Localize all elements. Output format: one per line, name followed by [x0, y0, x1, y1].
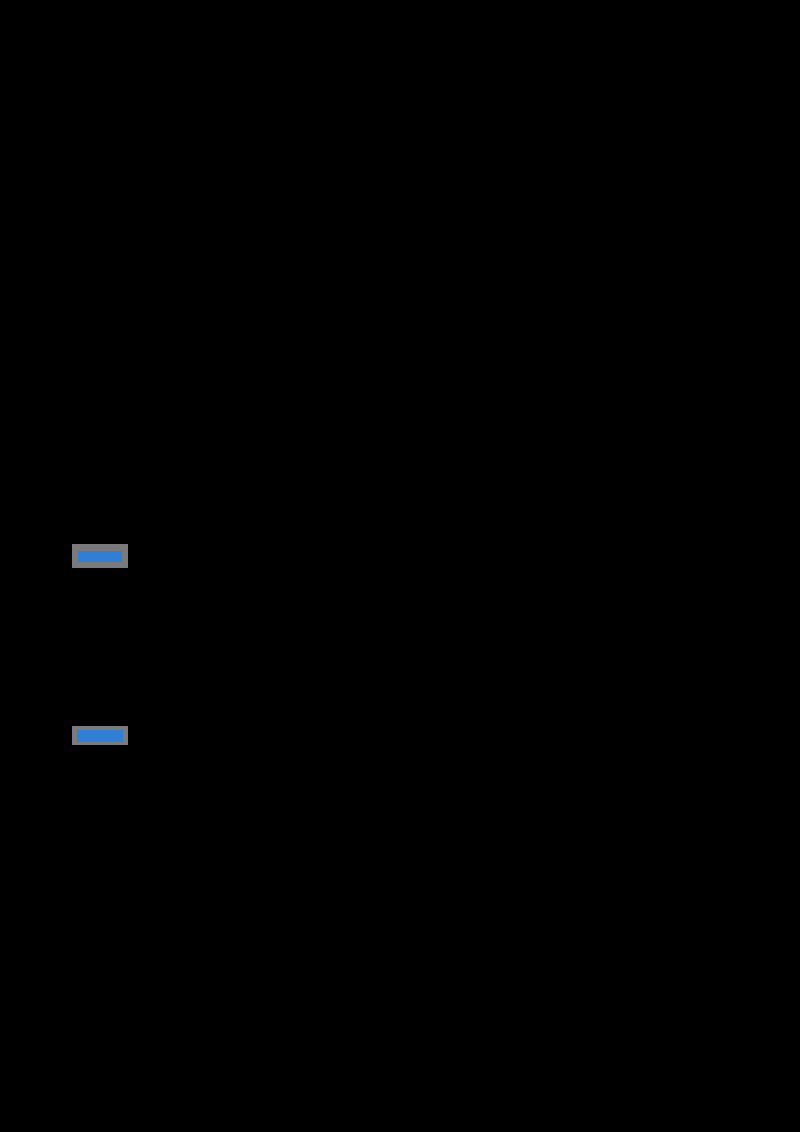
tag-label [78, 550, 122, 562]
highlighted-tag-2 [72, 726, 128, 745]
highlighted-tag-1 [72, 544, 128, 568]
tag-label [77, 729, 123, 742]
